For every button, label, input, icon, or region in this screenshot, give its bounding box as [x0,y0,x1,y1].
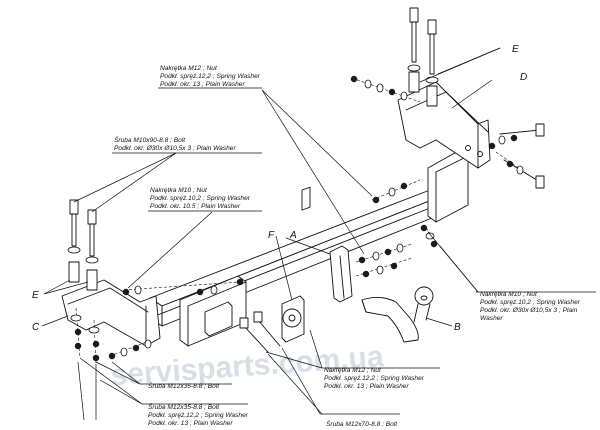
left-side-bracket [61,279,161,347]
front-horizontal-bolts [239,311,281,353]
tow-ball-neck [361,286,434,343]
svg-text:Podkł. spręż.12,2 ; Spring Was: Podkł. spręż.12,2 ; Spring Washer [148,412,249,419]
socket-plate [281,186,311,343]
svg-text:Podkł. okr. 13 ; Plain Washer: Podkł. okr. 13 ; Plain Washer [148,420,233,427]
svg-text:Podkł. spręż.10,2 ; Spring Was: Podkł. spręż.10,2 ; Spring Washer [480,299,581,306]
right-horizontal-bolts [499,123,545,189]
svg-text:Podkł. spręż.10,2 ; Spring Was: Podkł. spręż.10,2 ; Spring Washer [150,195,251,202]
svg-text:Podkł. okr. 13 ; Plain Washer: Podkł. okr. 13 ; Plain Washer [160,81,245,88]
label-bottom-nut: Nakrętka M12 ; Nut Podkł. spręż.12,2 ; S… [322,367,440,390]
fastener-stacks [70,75,531,365]
part-letter-b: B [454,322,461,333]
svg-text:Nakrętka M12 ; Nut: Nakrętka M12 ; Nut [324,367,382,374]
label-right-nut: Nakrętka M10 ; Nut Podkł. spręż.10,2 ; S… [476,291,596,322]
svg-text:Nakrętka M12 ; Nut: Nakrętka M12 ; Nut [160,65,218,72]
part-letter-e-left: E [32,290,39,301]
svg-text:Podkł. okr. 13 ; Plain Washer: Podkł. okr. 13 ; Plain Washer [324,383,409,390]
svg-text:Śruba M12x70-8.8 ; Bolt: Śruba M12x70-8.8 ; Bolt [326,419,398,428]
svg-text:Śruba M12x35-8.8 ; Bolt: Śruba M12x35-8.8 ; Bolt [148,381,220,390]
svg-text:Nakrętka M10 ; Nut: Nakrętka M10 ; Nut [150,187,208,194]
svg-text:Podkł. okr. Ø30x Ø10,5x 3 ; Pl: Podkł. okr. Ø30x Ø10,5x 3 ; Plain [480,307,578,314]
part-letter-f: F [268,230,275,241]
svg-text:Washer: Washer [480,315,503,322]
svg-text:Podkł. okr. 10.5 ; Plain Washe: Podkł. okr. 10.5 ; Plain Washer [150,203,241,210]
leader-lines [41,47,501,421]
main-crossbar [149,149,469,347]
svg-text:Podkł. okr. Ø30x Ø10,5x 3 ; Pl: Podkł. okr. Ø30x Ø10,5x 3 ; Plain Washer [114,145,236,152]
label-bolt-m12x70: Śruba M12x70-8.8 ; Bolt [320,413,400,428]
svg-text:Nakrętka M10 ; Nut: Nakrętka M10 ; Nut [480,291,538,298]
part-letter-c: C [32,322,40,333]
svg-text:Podkł. spręż.12,2 ; Spring Was: Podkł. spręż.12,2 ; Spring Washer [324,375,425,382]
label-bolt-m12x35-set: Śruba M12x35-8.8 ; Bolt Podkł. spręż.12,… [142,402,249,427]
label-bolt-m12x35: Śruba M12x35-8.8 ; Bolt [140,381,232,390]
part-letter-a: A [289,230,297,241]
label-mid-nut: Nakrętka M10 ; Nut Podkł. spręż.10,2 ; S… [148,187,262,212]
svg-text:Podkł. spręż.12,2 ; Spring Was: Podkł. spręż.12,2 ; Spring Washer [160,73,261,80]
top-right-bolts [407,7,439,107]
label-top-nut: Nakrętka M12 ; Nut Podkł. spręż.12,2 ; S… [158,65,262,89]
left-bolts [67,199,99,291]
svg-text:Śruba M12x35-8.8 ; Bolt: Śruba M12x35-8.8 ; Bolt [148,402,220,411]
part-letter-e-top: E [512,44,519,55]
svg-text:Śruba M10x90-8.8 ; Bolt: Śruba M10x90-8.8 ; Bolt [114,135,186,144]
right-side-bracket [397,81,491,169]
label-left-bolt: Śruba M10x90-8.8 ; Bolt Podkł. okr. Ø30x… [112,135,262,154]
part-letter-d: D [520,72,527,83]
